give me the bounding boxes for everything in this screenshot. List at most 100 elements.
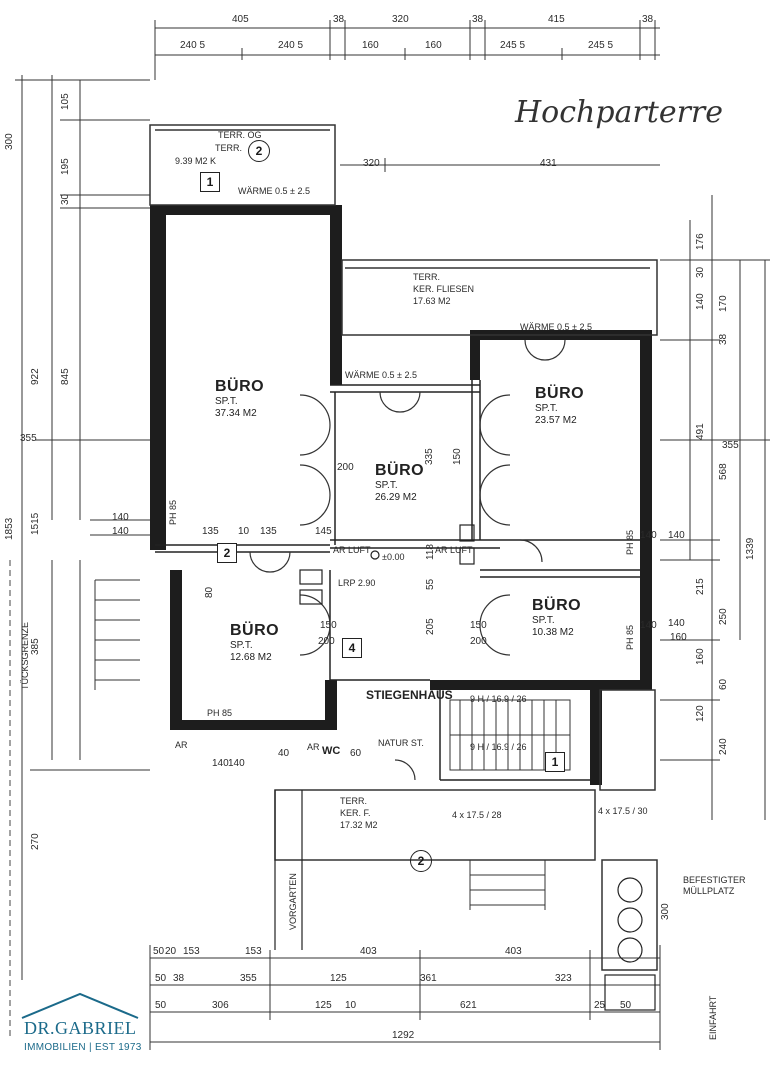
dim-top2-5: 245 5 [500, 40, 526, 51]
befestigter-label: BEFESTIGTER [683, 875, 746, 885]
room-buero-5: BÜRO SP.T. 10.38 M2 [532, 597, 581, 639]
dim-inner-23: 140 [228, 758, 245, 769]
dim-inner-19: 80 [204, 586, 215, 598]
dim-bot2-6: 323 [555, 973, 572, 984]
dim-left-6: 845 [60, 368, 71, 385]
room-buero-3: BÜRO SP.T. 23.57 M2 [535, 385, 584, 427]
dim-inner-9: 55 [425, 578, 436, 590]
dim-right-2: 30 [695, 266, 706, 278]
stair-label-4: 4 x 17.5 / 30 [598, 806, 648, 816]
dim-bot2-1: 50 [155, 973, 167, 984]
dimension-lines-right [660, 195, 770, 820]
dim-top-4: 38 [472, 14, 484, 25]
dim-bot3-5: 621 [460, 1000, 477, 1011]
room-name: BÜRO [230, 622, 280, 639]
room-area: 12.68 M2 [230, 652, 272, 663]
dim-right-12: 140 [668, 618, 685, 629]
dim-bot1-1: 50 [153, 946, 165, 957]
room-type: SP.T. [532, 615, 555, 626]
dim-bot2-4: 125 [330, 973, 347, 984]
room-type: SP.T. [215, 396, 238, 407]
room-area: 23.57 M2 [535, 415, 577, 426]
logo-name: DR.GABRIEL [24, 1018, 137, 1038]
ph85-label-1: PH 85 [168, 499, 178, 525]
ar-label-2: AR [307, 742, 320, 752]
dim-right-8: 568 [718, 463, 729, 480]
dim-top-6: 38 [642, 14, 654, 25]
logo-tagline: IMMOBILIEN | EST 1973 [24, 1042, 142, 1053]
room-name: BÜRO [375, 462, 425, 479]
ar-luft-right: AR LUFT [435, 545, 473, 555]
door-swings [249, 339, 566, 781]
einfahrt-label: EINFAHRT [708, 995, 718, 1040]
dim-top2-2: 240 5 [278, 40, 304, 51]
dim-top2-3: 160 [362, 40, 379, 51]
dim-terr-1: 320 [363, 158, 380, 169]
terrace-bottom-sub: KER. F. [340, 808, 371, 818]
floor-title: Hochparterre [515, 95, 724, 130]
dim-inner-3: 150 [452, 448, 463, 465]
wc-label: WC [322, 745, 341, 757]
dim-bot3-6: 25 [594, 1000, 606, 1011]
dim-right-14: 160 [695, 648, 706, 665]
room-buero-4: BÜRO SP.T. 12.68 M2 [230, 622, 279, 664]
room-name: BÜRO [532, 597, 582, 614]
waerme-label-3: WÄRME 0.5 ± 2.5 [238, 186, 310, 196]
dim-left-2: 105 [60, 93, 71, 110]
dim-left-1: 300 [4, 133, 15, 150]
dim-bot2-2: 38 [173, 973, 185, 984]
stair-label-1: 9 H / 16.9 / 26 [470, 694, 527, 704]
dim-left-9: 1853 [4, 517, 15, 540]
marker-box-1b: 1 [545, 752, 565, 772]
dim-right-10: 140 [668, 530, 685, 541]
terrace-bottom-label: TERR. [340, 796, 367, 806]
ph85-label-2: PH 85 [625, 529, 635, 555]
dim-bot1-5: 403 [360, 946, 377, 957]
dimension-lines-left [15, 75, 150, 980]
vorgarten-label: VORGARTEN [288, 873, 298, 930]
dim-bot3-1: 50 [155, 1000, 167, 1011]
dim-inner-7: 145 [315, 526, 332, 537]
dim-left-12: 270 [30, 833, 41, 850]
dim-top-3: 320 [392, 14, 409, 25]
dim-inner-17: 140 [112, 526, 129, 537]
terrace-og-extra: 9.39 M2 K [175, 156, 217, 166]
dim-right-5: 38 [718, 333, 729, 345]
room-type: SP.T. [230, 640, 253, 651]
natur-label: NATUR ST. [378, 738, 424, 748]
terrace-og-sub: TERR. [215, 143, 242, 153]
dim-inner-22: 140 [212, 758, 229, 769]
dim-right-6: 491 [695, 423, 706, 440]
dim-top2-4: 160 [425, 40, 442, 51]
dim-right-13: 250 [718, 608, 729, 625]
dim-left-11: 385 [30, 638, 41, 655]
terrace-bottom-area: 17.32 M2 [340, 820, 378, 830]
dim-top-1: 405 [232, 14, 249, 25]
terrace-right-sub: KER. FLIESEN [413, 284, 475, 294]
dim-inner-15: 140 [640, 530, 657, 541]
dim-top-2: 38 [333, 14, 345, 25]
dim-left-4: 30 [60, 193, 71, 205]
interior-walls [155, 380, 640, 781]
dim-inner-13: 150 [470, 620, 487, 631]
terrace-og-label: TERR. OG [218, 130, 262, 140]
dim-inner-21: 40 [278, 748, 290, 759]
dim-right-9: 1339 [745, 537, 756, 560]
dim-terr-2: 431 [540, 158, 557, 169]
dim-top2-6: 245 5 [588, 40, 614, 51]
dim-bot3-7: 50 [620, 1000, 632, 1011]
room-name: BÜRO [215, 378, 265, 395]
dim-top2-1: 240 5 [180, 40, 206, 51]
ph85-label-4: PH 85 [207, 708, 233, 718]
dimension-lines-top [154, 20, 660, 172]
dim-bottom-total: 1292 [392, 1030, 415, 1041]
property-boundary-label: TÜCKSGRENZE [20, 621, 30, 690]
dim-right-16: 120 [695, 705, 706, 722]
dim-inner-4: 135 [202, 526, 219, 537]
dim-left-3: 195 [60, 158, 71, 175]
dim-bot1-6: 403 [505, 946, 522, 957]
marker-circle-2: 2 [410, 850, 432, 872]
dim-inner-10: 205 [425, 618, 436, 635]
level-label: ±0.00 [382, 552, 405, 562]
dim-inner-12: 200 [318, 636, 335, 647]
